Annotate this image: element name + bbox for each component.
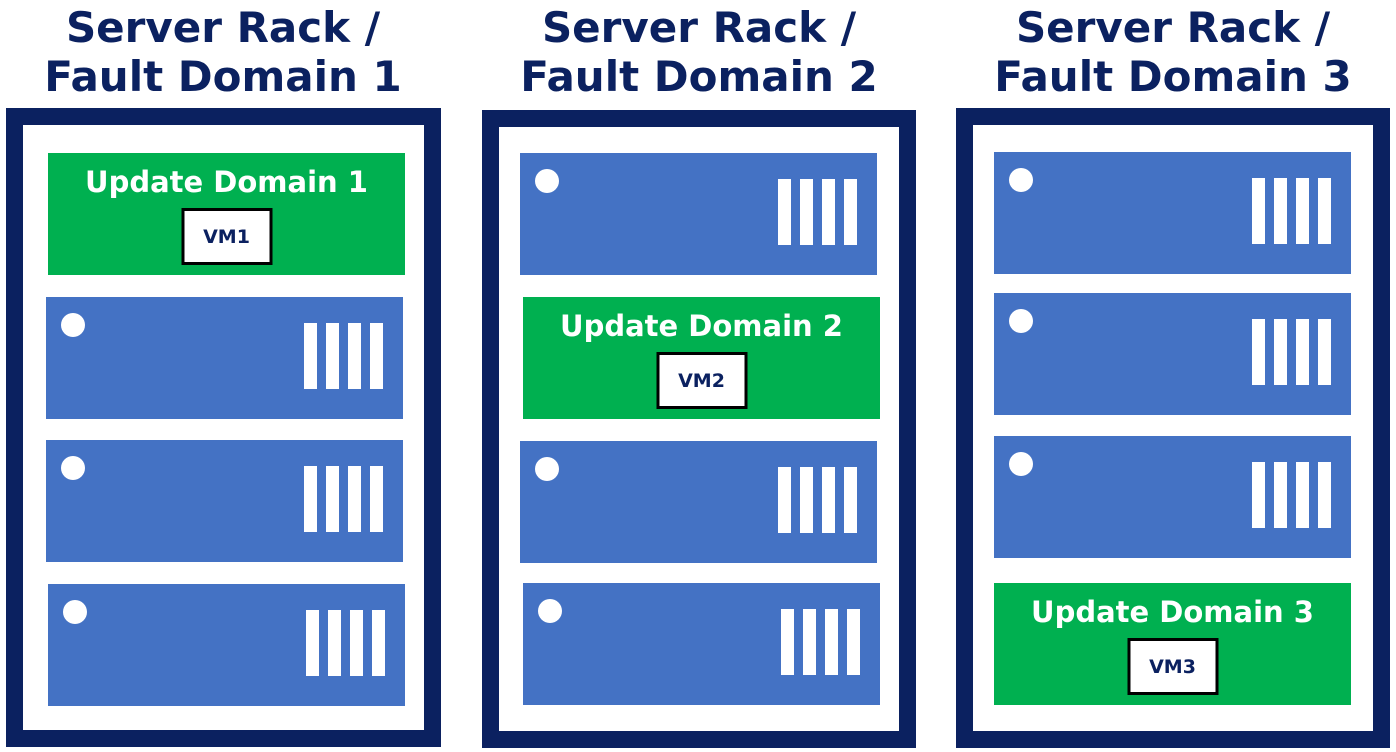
server-vents-icon: [304, 323, 383, 389]
vm-1: VM1: [181, 208, 272, 265]
server-unit: [523, 583, 880, 705]
server-led-icon: [1009, 452, 1033, 476]
rack-title-2-line1: Server Rack /: [541, 3, 857, 52]
rack-title-3-line2: Fault Domain 3: [994, 52, 1352, 101]
rack-title-2-line2: Fault Domain 2: [520, 52, 878, 101]
server-led-icon: [535, 457, 559, 481]
server-unit: [46, 297, 403, 419]
server-unit: [994, 152, 1351, 274]
server-vents-icon: [304, 466, 383, 532]
server-vents-icon: [1252, 319, 1331, 385]
rack-title-2: Server Rack / Fault Domain 2: [479, 3, 919, 101]
vm-2: VM2: [656, 352, 747, 409]
server-led-icon: [61, 313, 85, 337]
update-domain-2-label: Update Domain 2: [560, 309, 843, 343]
server-led-icon: [1009, 309, 1033, 333]
rack-title-3-line1: Server Rack /: [1015, 3, 1331, 52]
server-unit: [46, 440, 403, 562]
server-unit: [994, 293, 1351, 415]
rack-title-1: Server Rack / Fault Domain 1: [3, 3, 443, 101]
update-domain-1: Update Domain 1 VM1: [48, 153, 405, 275]
server-vents-icon: [781, 609, 860, 675]
rack-title-1-line2: Fault Domain 1: [44, 52, 402, 101]
server-rack-2: Update Domain 2 VM2: [482, 110, 916, 748]
server-unit: [520, 441, 877, 563]
server-led-icon: [535, 169, 559, 193]
server-vents-icon: [306, 610, 385, 676]
server-vents-icon: [778, 467, 857, 533]
rack-title-1-line1: Server Rack /: [65, 3, 381, 52]
update-domain-2: Update Domain 2 VM2: [523, 297, 880, 419]
rack-title-3: Server Rack / Fault Domain 3: [953, 3, 1393, 101]
server-unit: [48, 584, 405, 706]
server-led-icon: [61, 456, 85, 480]
server-led-icon: [1009, 168, 1033, 192]
server-unit: [520, 153, 877, 275]
server-led-icon: [538, 599, 562, 623]
server-vents-icon: [1252, 462, 1331, 528]
update-domain-3-label: Update Domain 3: [1031, 595, 1314, 629]
server-vents-icon: [778, 179, 857, 245]
update-domain-3: Update Domain 3 VM3: [994, 583, 1351, 705]
server-vents-icon: [1252, 178, 1331, 244]
server-led-icon: [63, 600, 87, 624]
server-unit: [994, 436, 1351, 558]
server-rack-3: Update Domain 3 VM3: [956, 108, 1390, 748]
vm-3: VM3: [1127, 638, 1218, 695]
server-rack-1: Update Domain 1 VM1: [6, 108, 441, 747]
update-domain-1-label: Update Domain 1: [85, 165, 368, 199]
